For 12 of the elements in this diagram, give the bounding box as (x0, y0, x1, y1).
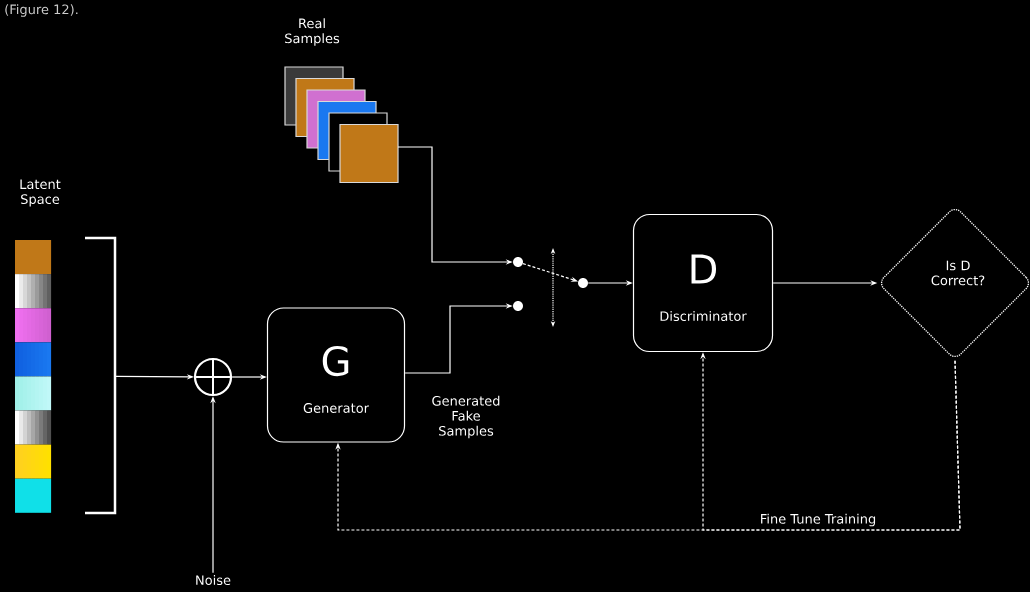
input-label: Noise (196, 574, 231, 586)
switch-contact (578, 278, 588, 288)
adder-symbol (193, 357, 233, 397)
heading: Latent Space (20, 179, 61, 207)
caption-text: (Figure 12). (5, 4, 78, 17)
process-box: G Generator (266, 307, 406, 443)
heading: Real Samples (285, 18, 340, 46)
samples-stack-drawing (284, 66, 399, 184)
latent-vector-drawing (15, 240, 52, 513)
bracket (85, 236, 117, 515)
process-box: D Discriminator (632, 213, 774, 353)
node-caption: Generated Fake Samples (432, 395, 500, 439)
